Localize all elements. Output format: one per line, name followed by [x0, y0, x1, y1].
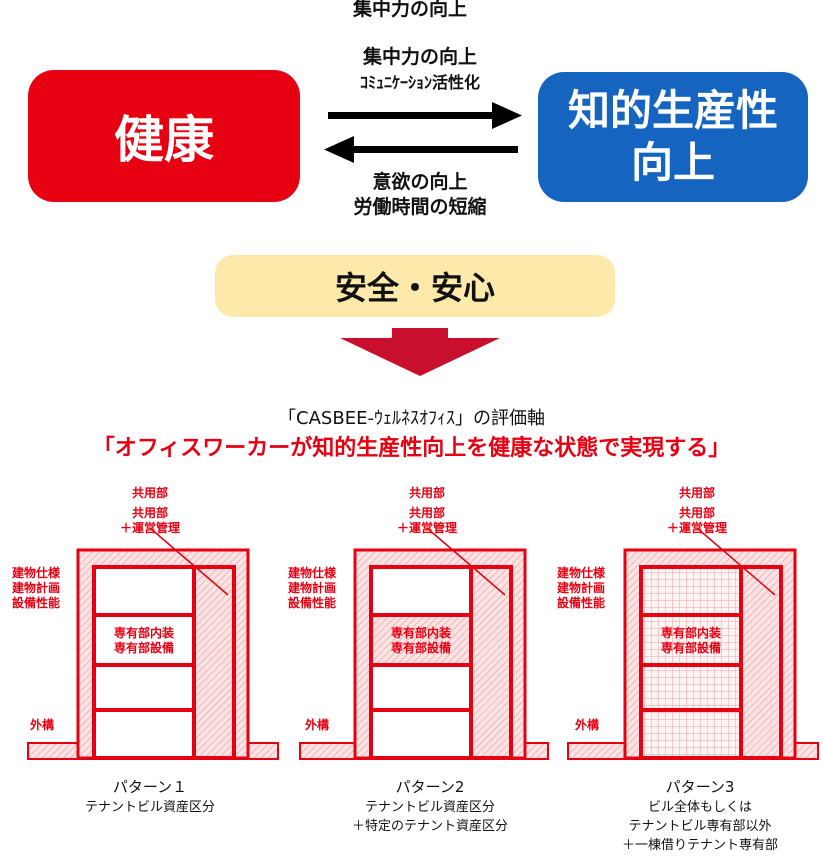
p2-building-line3: 設備性能 — [288, 596, 337, 610]
p3-building-line3: 設備性能 — [557, 596, 606, 610]
safety-box: 安全・安心 — [215, 255, 615, 317]
p2-common-ops-line2: ＋運営管理 — [396, 521, 457, 535]
p2-desc-line2: ＋特定のテナント資産区分 — [351, 819, 508, 834]
p2-building-line2: 建物計画 — [288, 581, 337, 595]
p3-common-ops-label: 共用部 ＋運営管理 — [647, 506, 747, 536]
p3-common-label: 共用部 — [678, 486, 715, 500]
p3-desc: ビル全体もしくは テナントビル専有部以外 ＋一棟借りテナント専有部 — [580, 798, 820, 855]
p1-building-label: 建物仕様 建物計画 設備性能 — [12, 566, 82, 611]
p1-building-line3: 設備性能 — [12, 596, 61, 610]
p3-private-line1: 専有部内装 — [660, 626, 721, 640]
pattern-1-building — [27, 527, 279, 760]
p1-private-line2: 専有部設備 — [113, 641, 174, 655]
down-arrow-icon — [340, 328, 500, 376]
forward-effect-2: ｺﾐｭﾆｹｰｼｮﾝ活性化 — [359, 73, 480, 92]
pattern-3-building — [567, 527, 819, 760]
p2-common-ops-label: 共用部 ＋運営管理 — [377, 506, 477, 536]
health-box: 健康 — [28, 70, 300, 202]
p2-common-ops-line1: 共用部 — [408, 506, 445, 520]
forward-effects: 集中力の向上 ｺﾐｭﾆｹｰｼｮﾝ活性化 — [315, 45, 525, 95]
p2-name: パターン2 — [395, 778, 465, 796]
p1-private-label: 専有部内装 専有部設備 — [94, 626, 194, 656]
axis-title: 「CASBEE-ｳｪﾙﾈｽｵﾌｨｽ」の評価軸 — [278, 408, 545, 429]
arrow-left-icon — [324, 136, 518, 163]
p1-private-line1: 専有部内装 — [113, 626, 174, 640]
p2-private-label: 専有部内装 専有部設備 — [371, 626, 471, 656]
p1-common-ops-line1: 共用部 — [131, 506, 168, 520]
p1-exterior-label: 外構 — [30, 718, 55, 732]
p3-common-ops-line2: ＋運営管理 — [666, 521, 727, 535]
productivity-label-line1: 知的生産性 — [567, 86, 778, 135]
forward-effect-1: 集中力の向上 — [362, 46, 477, 68]
p1-building-line2: 建物計画 — [12, 581, 61, 595]
p3-private-line2: 専有部設備 — [660, 641, 721, 655]
p2-private-line1: 専有部内装 — [390, 626, 451, 640]
p1-common-ops-label: 共用部 ＋運営管理 — [100, 506, 200, 536]
productivity-label-line2: 向上 — [630, 138, 715, 187]
p2-common-label: 共用部 — [408, 486, 445, 500]
p3-private-label: 専有部内装 専有部設備 — [641, 626, 741, 656]
p1-common-label: 共用部 — [131, 486, 168, 500]
axis-subtitle: 「オフィスワーカーが知的生産性向上を健康な状態で実現する」 — [92, 436, 731, 461]
top-cut-label: 集中力の向上 — [352, 0, 467, 20]
productivity-box: 知的生産性 向上 — [538, 72, 808, 202]
p3-building-line1: 建物仕様 — [557, 566, 606, 580]
p2-building-line1: 建物仕様 — [288, 566, 337, 580]
p3-desc-line1: ビル全体もしくは — [647, 800, 752, 815]
p2-desc-line1: テナントビル資産区分 — [364, 800, 495, 815]
backward-effects: 意欲の向上 労働時間の短縮 — [315, 170, 525, 220]
p3-desc-line2: テナントビル専有部以外 — [628, 819, 772, 834]
p3-name: パターン3 — [665, 778, 735, 796]
p2-private-line2: 専有部設備 — [390, 641, 451, 655]
backward-effect-1: 意欲の向上 — [372, 171, 468, 193]
p2-building-label: 建物仕様 建物計画 設備性能 — [288, 566, 358, 611]
backward-effect-2: 労働時間の短縮 — [353, 196, 487, 218]
arrow-right-icon — [328, 102, 522, 129]
p3-desc-line3: ＋一棟借りテナント専有部 — [621, 838, 778, 853]
health-label: 健康 — [114, 111, 214, 169]
p1-desc: テナントビル資産区分 — [30, 798, 270, 817]
p2-exterior-label: 外構 — [305, 718, 330, 732]
p1-common-ops-line2: ＋運営管理 — [119, 521, 180, 535]
p3-building-line2: 建物計画 — [557, 581, 606, 595]
p3-building-label: 建物仕様 建物計画 設備性能 — [557, 566, 627, 611]
p1-desc-line1: テナントビル資産区分 — [84, 800, 215, 815]
p1-name: パターン１ — [112, 778, 188, 796]
pattern-2-building — [299, 527, 549, 760]
p3-common-ops-line1: 共用部 — [678, 506, 715, 520]
two-way-arrows — [324, 102, 522, 163]
safety-label: 安全・安心 — [334, 269, 495, 307]
p3-exterior-label: 外構 — [575, 718, 600, 732]
p1-building-line1: 建物仕様 — [12, 566, 61, 580]
building-diagrams — [27, 527, 819, 760]
p2-desc: テナントビル資産区分 ＋特定のテナント資産区分 — [310, 798, 550, 836]
